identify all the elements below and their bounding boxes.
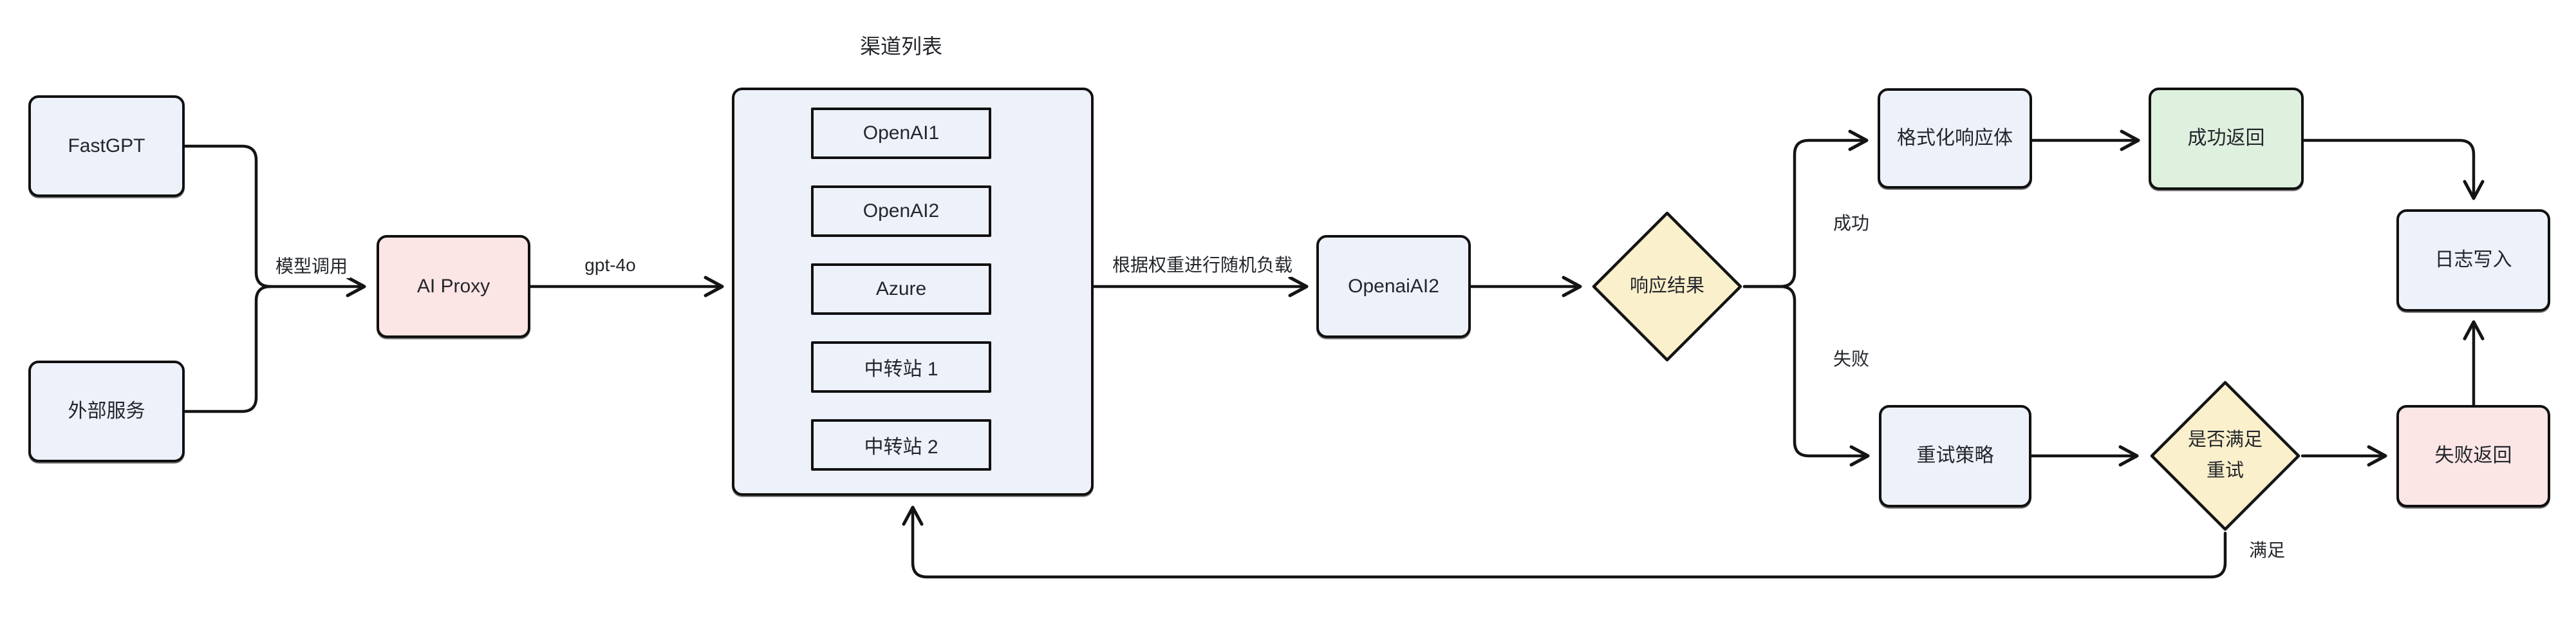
node-format-response: 格式化响应体 [1878,88,2032,189]
channel-openai2: OpenAI2 [811,185,991,237]
node-external-service-label: 外部服务 [68,400,145,422]
node-log-write: 日志写入 [2396,209,2550,312]
channel-azure: Azure [811,263,991,315]
node-success-return-label: 成功返回 [2187,127,2265,149]
channel-azure-label: Azure [875,278,927,299]
node-retry-check-label: 是否满足 重试 [2187,429,2263,481]
node-retry-strategy-label: 重试策略 [1916,445,1994,467]
node-fail-return: 失败返回 [2396,405,2550,507]
node-ai-proxy-label: AI Proxy [416,275,490,297]
edge-success-to-log [2302,138,2485,200]
edge-label-load-balance: 根据权重进行随机负载 [1109,251,1296,277]
node-log-write-label: 日志写入 [2434,249,2512,271]
node-format-response-label: 格式化响应体 [1897,127,2013,149]
node-external-service: 外部服务 [28,361,185,462]
edge-label-model-call: 模型调用 [272,252,351,278]
channel-openai2-label: OpenAI2 [863,200,940,221]
node-openaiai2: OpenaiAI2 [1316,235,1471,338]
edge-label-success: 成功 [1830,209,1872,235]
channel-relay2: 中转站 2 [811,419,991,471]
edge-result-to-retry [1742,285,1870,467]
node-response-result-label: 响应结果 [1629,276,1704,297]
edge-external-to-merge [183,285,272,413]
node-fastgpt-label: FastGPT [68,135,145,156]
node-retry-check: 是否满足 重试 [2148,379,2302,533]
node-retry-strategy: 重试策略 [1879,405,2031,507]
channel-openai1-label: OpenAI1 [863,122,940,144]
edge-label-fail: 失败 [1830,345,1872,371]
response-result-diamond-shape [1592,211,1742,362]
node-openaiai2-label: OpenaiAI2 [1348,275,1439,297]
channel-relay2-label: 中转站 2 [864,437,938,458]
node-ai-proxy: AI Proxy [377,235,530,338]
node-response-result: 响应结果 [1590,209,1744,364]
edge-label-model-name: gpt-4o [582,255,639,276]
channel-openai1: OpenAI1 [811,108,991,159]
edge-fastgpt-to-merge [183,144,272,288]
edge-check-loop-to-channels [902,505,2227,579]
channel-group-title: 渠道列表 [859,35,943,58]
retry-check-diamond-shape [2150,381,2301,531]
node-fail-return-label: 失败返回 [2434,445,2512,467]
node-fastgpt: FastGPT [28,95,185,197]
channel-relay1: 中转站 1 [811,341,991,393]
edge-label-satisfied: 满足 [2246,536,2288,562]
node-success-return: 成功返回 [2149,88,2304,190]
channel-relay1-label: 中转站 1 [864,359,938,380]
